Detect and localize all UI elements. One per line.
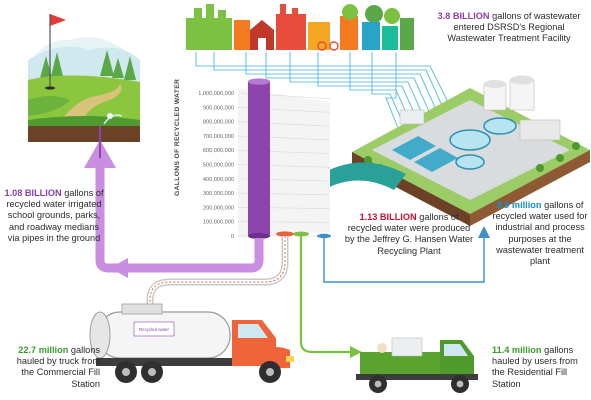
industrial-return-pipe bbox=[323, 226, 490, 283]
golf-course-illustration bbox=[28, 14, 140, 142]
produced-text: gallons of recycled water were produced … bbox=[344, 212, 474, 256]
wastewater-text: gallons of wastewater entered DSRSD's Re… bbox=[447, 11, 581, 44]
truck-value: 22.7 million bbox=[18, 345, 69, 355]
residential-text: gallons hauled by users from the Residen… bbox=[492, 345, 578, 389]
irrigation-pipe bbox=[84, 126, 264, 278]
y-tick-label: 1,000,000,000 bbox=[198, 91, 234, 97]
truck-text: gallons hauled by truck from the Commerc… bbox=[16, 345, 100, 389]
chart-y-axis-title: GALLONS OF RECYCLED WATER bbox=[174, 79, 181, 196]
y-tick-label: 900,000,000 bbox=[203, 105, 234, 111]
y-tick-label: 600,000,000 bbox=[203, 148, 234, 154]
truck-fill-pipe bbox=[146, 236, 289, 308]
y-tick-label: 500,000,000 bbox=[203, 163, 234, 169]
tanker-truck-illustration: Recycled water bbox=[89, 303, 294, 383]
produced-value: 1.13 BILLION bbox=[359, 212, 417, 222]
wastewater-value: 3.8 BILLION bbox=[437, 11, 490, 21]
wastewater-note: 3.8 BILLION gallons of wastewater entere… bbox=[430, 11, 588, 45]
bar-truck bbox=[276, 231, 294, 237]
bar-industrial bbox=[317, 233, 331, 239]
industrial-note: 9.9 million gallons of recycled water us… bbox=[492, 200, 588, 267]
irrigation-text: gallons of recycled water irrigated scho… bbox=[6, 188, 104, 243]
irrigation-value: 1.08 BILLION bbox=[4, 188, 62, 198]
industrial-text: gallons of recycled water used for indus… bbox=[492, 200, 588, 267]
wastewater-pipes bbox=[195, 52, 451, 139]
irrigation-note: 1.08 BILLION gallons of recycled water i… bbox=[2, 188, 106, 244]
y-tick-label: 300,000,000 bbox=[203, 191, 234, 197]
y-tick-label: 700,000,000 bbox=[203, 134, 234, 140]
industrial-value: 9.9 million bbox=[496, 200, 542, 210]
teal-flow-arrow bbox=[292, 162, 406, 202]
y-tick-label: 400,000,000 bbox=[203, 177, 234, 183]
truck-note: 22.7 million gallons hauled by truck fro… bbox=[2, 345, 100, 390]
bar-residential bbox=[293, 231, 309, 237]
y-tick-label: 100,000,000 bbox=[203, 220, 234, 226]
bar-irrigation bbox=[248, 78, 270, 239]
y-tick-label: 0 bbox=[231, 234, 234, 240]
tank-label: Recycled water bbox=[139, 327, 170, 332]
city-buildings-illustration bbox=[186, 4, 414, 51]
pickup-truck-illustration bbox=[356, 337, 478, 393]
y-tick-label: 800,000,000 bbox=[203, 120, 234, 126]
residential-value: 11.4 million bbox=[492, 345, 542, 355]
y-tick-label: 200,000,000 bbox=[203, 205, 234, 211]
residential-note: 11.4 million gallons hauled by users fro… bbox=[492, 345, 588, 390]
residential-fill-pipe bbox=[299, 236, 362, 358]
produced-note: 1.13 BILLION gallons of recycled water w… bbox=[344, 212, 474, 257]
